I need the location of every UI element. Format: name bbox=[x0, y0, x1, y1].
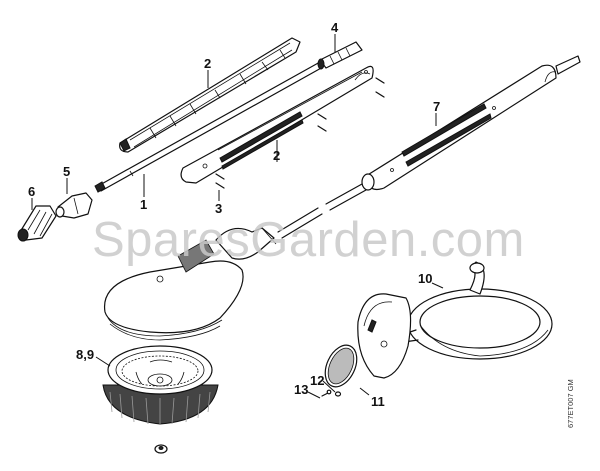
callout-2-upper: 2 bbox=[204, 56, 212, 71]
callout-11: 11 bbox=[371, 394, 385, 409]
screws-rear[interactable] bbox=[317, 77, 385, 132]
part-11-filter-screen[interactable] bbox=[319, 340, 363, 392]
leader-lines bbox=[31, 34, 444, 399]
callout-13: 13 bbox=[294, 382, 309, 397]
callout-12: 12 bbox=[310, 373, 325, 388]
callout-8-9: 8,9 bbox=[76, 347, 95, 362]
part-4-connector[interactable] bbox=[317, 41, 363, 70]
callout-4: 4 bbox=[331, 20, 339, 35]
callout-2-lower: 2 bbox=[273, 148, 281, 163]
lance-hose[interactable] bbox=[277, 183, 367, 239]
callout-10: 10 bbox=[418, 271, 433, 286]
callout-7: 7 bbox=[433, 99, 441, 114]
part-2-upper-shell[interactable] bbox=[119, 37, 301, 153]
callout-5: 5 bbox=[63, 164, 71, 179]
part-6-nozzle[interactable] bbox=[17, 205, 57, 242]
callout-1: 1 bbox=[140, 197, 148, 212]
filter-housing[interactable] bbox=[357, 293, 412, 379]
part-3-screws[interactable] bbox=[215, 173, 225, 189]
figure-code: 677ET007 GM bbox=[566, 379, 575, 428]
part-2-lower-shell[interactable] bbox=[180, 65, 374, 184]
part-7-spray-lance[interactable] bbox=[361, 55, 581, 191]
brush-housing[interactable] bbox=[103, 227, 277, 341]
part-13-screw[interactable] bbox=[321, 389, 332, 397]
callout-6: 6 bbox=[28, 184, 36, 199]
part-12-washer[interactable] bbox=[334, 391, 342, 397]
part-5-adapter[interactable] bbox=[55, 192, 93, 219]
callout-3: 3 bbox=[215, 201, 223, 216]
part-10-suction-hose[interactable] bbox=[403, 261, 553, 360]
part-8-9-brush[interactable] bbox=[102, 345, 219, 454]
